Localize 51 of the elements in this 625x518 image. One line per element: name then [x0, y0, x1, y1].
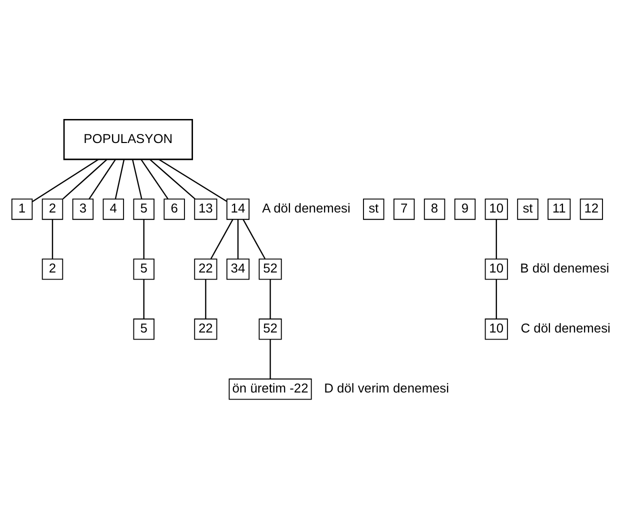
node-box: 2: [42, 198, 64, 220]
connector: [114, 159, 125, 199]
node-box: 11: [548, 198, 571, 220]
node-box: 13: [194, 198, 218, 220]
node-box: 7: [393, 198, 415, 220]
connector: [270, 338, 271, 378]
node-box: 52: [258, 258, 282, 280]
node-box: 14: [226, 198, 250, 220]
node-box: 52: [258, 318, 282, 340]
node-box: 22: [194, 258, 218, 280]
connector: [88, 158, 116, 199]
connector: [32, 158, 99, 202]
node-box: 3: [72, 198, 94, 220]
connector: [143, 278, 144, 318]
label: D döl verim denemesi: [324, 380, 449, 396]
node-box: 5: [133, 318, 154, 340]
connector: [242, 218, 266, 259]
node-box: 1: [11, 198, 33, 220]
node-box: st: [517, 198, 538, 220]
node-box: 4: [102, 198, 124, 220]
node-box: ön üretim -22: [228, 378, 312, 400]
label: A döl denemesi: [262, 200, 350, 216]
node-box: st: [363, 198, 384, 220]
node-box: 22: [194, 318, 218, 340]
node-box: POPULASYON: [63, 118, 193, 160]
connector: [270, 278, 271, 318]
label: C döl denemesi: [520, 320, 610, 336]
connector: [62, 158, 108, 199]
node-box: 5: [133, 198, 154, 220]
node-box: 10: [484, 318, 508, 340]
connector: [140, 158, 168, 199]
node-box: 12: [580, 198, 603, 220]
node-box: 6: [164, 198, 185, 220]
node-box: 9: [454, 198, 476, 220]
connector: [237, 218, 239, 258]
node-box: 10: [484, 258, 508, 280]
label: B döl denemesi: [520, 260, 610, 276]
node-box: 8: [424, 198, 446, 220]
node-box: 10: [484, 198, 508, 220]
node-box: 34: [226, 258, 250, 280]
connector: [143, 218, 144, 258]
connector: [52, 218, 54, 258]
connector: [205, 278, 206, 318]
connector: [496, 218, 497, 258]
connector: [150, 158, 196, 199]
connector: [210, 218, 234, 259]
connector: [158, 158, 228, 202]
node-box: 2: [42, 258, 64, 280]
connector: [132, 159, 142, 199]
node-box: 5: [133, 258, 154, 280]
connector: [496, 278, 497, 318]
